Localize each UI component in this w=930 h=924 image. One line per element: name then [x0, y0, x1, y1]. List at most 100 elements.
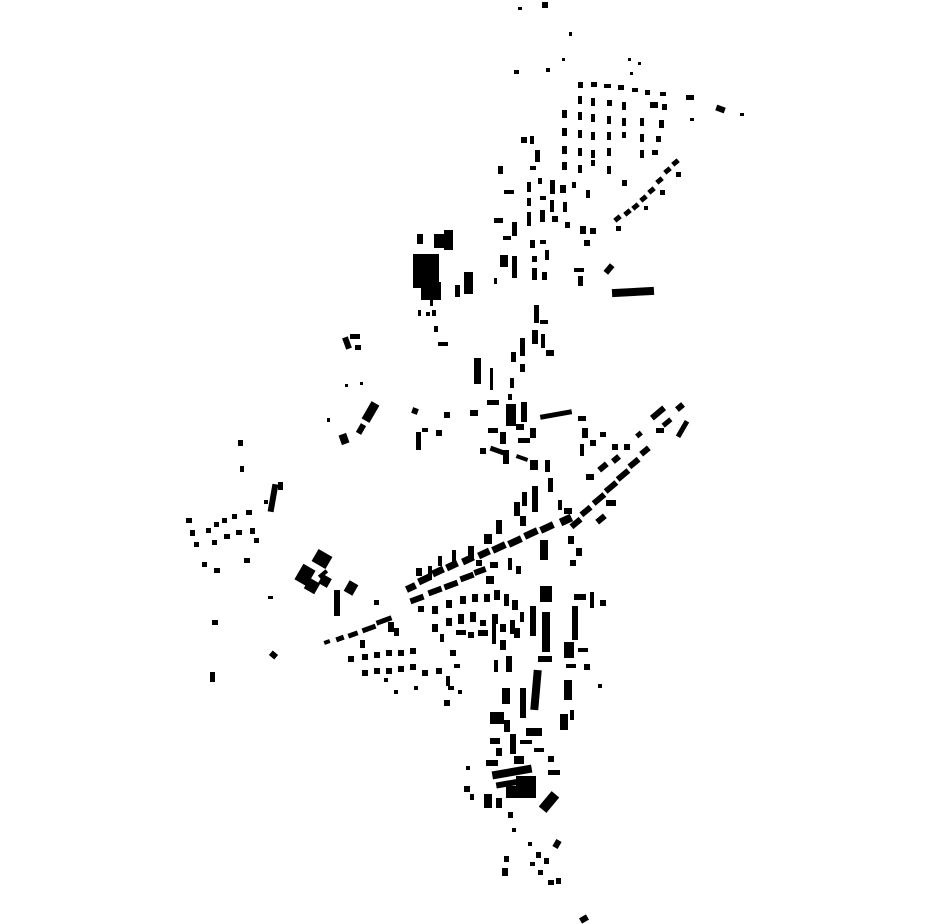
building-footprint [398, 650, 404, 656]
building-footprint [661, 417, 673, 428]
building-footprint [527, 182, 531, 192]
building-footprint [468, 546, 474, 558]
building-footprint [491, 541, 507, 554]
building-footprint [530, 778, 536, 798]
building-footprint [317, 569, 329, 579]
building-footprint [294, 563, 316, 587]
building-footprint [327, 418, 330, 422]
building-footprint [478, 630, 488, 636]
building-footprint [496, 520, 502, 534]
building-footprint [362, 670, 368, 676]
building-footprint [627, 456, 641, 470]
building-footprint [539, 521, 555, 534]
building-footprint [622, 180, 627, 186]
building-footprint [578, 82, 583, 88]
building-footprint [532, 330, 538, 344]
building-footprint [440, 634, 444, 642]
building-footprint [650, 102, 658, 108]
building-footprint [512, 600, 518, 610]
building-footprint [384, 678, 388, 682]
building-footprint [264, 500, 268, 504]
building-footprint [595, 513, 607, 525]
building-footprint [534, 748, 544, 752]
building-footprint [590, 440, 596, 446]
building-footprint [214, 568, 220, 573]
building-footprint [566, 664, 576, 668]
building-footprint [416, 568, 422, 576]
building-footprint [246, 510, 252, 515]
building-footprint [521, 137, 527, 143]
building-footprint [578, 416, 586, 421]
building-footprint [361, 401, 380, 423]
building-footprint [572, 606, 578, 640]
building-footprint [343, 580, 359, 596]
building-footprint [432, 310, 436, 316]
building-footprint [422, 670, 428, 676]
building-footprint [506, 656, 512, 672]
building-footprint [645, 90, 650, 95]
building-footprint [190, 530, 195, 536]
building-footprint [623, 208, 632, 217]
building-footprint [530, 166, 536, 170]
building-footprint [338, 432, 350, 446]
building-footprint [430, 296, 433, 306]
building-footprint [510, 378, 514, 388]
building-footprint [491, 764, 533, 780]
building-footprint [590, 592, 594, 608]
building-footprint [360, 382, 363, 385]
building-footprint [644, 206, 648, 210]
building-footprint [503, 236, 511, 240]
building-footprint [436, 430, 442, 436]
building-footprint [671, 158, 680, 167]
building-footprint [345, 384, 348, 387]
building-footprint [355, 345, 361, 350]
building-footprint [521, 402, 527, 422]
building-footprint [532, 268, 537, 280]
building-footprint [572, 182, 576, 188]
building-footprint [740, 113, 744, 116]
building-footprint [268, 650, 279, 660]
building-footprint [530, 460, 538, 470]
building-footprint [616, 226, 621, 231]
building-footprint [347, 630, 359, 639]
building-footprint [507, 535, 523, 548]
building-footprint [579, 914, 589, 924]
building-footprint [267, 483, 279, 513]
building-footprint [538, 656, 552, 662]
building-footprint [480, 620, 486, 626]
building-footprint [498, 166, 503, 174]
building-footprint [564, 642, 574, 658]
building-footprint [473, 566, 487, 576]
building-footprint [536, 852, 541, 858]
building-footprint [474, 358, 481, 384]
building-footprint [494, 590, 500, 600]
building-footprint [438, 342, 448, 346]
building-footprint [578, 648, 588, 652]
building-footprint [578, 276, 583, 286]
building-footprint [417, 234, 423, 244]
building-footprint [443, 579, 459, 591]
building-footprint [564, 508, 572, 514]
building-footprint [502, 868, 508, 876]
building-footprint [444, 700, 450, 706]
building-footprint [202, 562, 207, 567]
building-footprint [490, 562, 498, 568]
building-footprint [458, 690, 462, 694]
building-footprint [512, 222, 517, 236]
building-footprint [558, 513, 574, 527]
building-footprint [444, 412, 450, 418]
building-footprint [562, 110, 567, 118]
building-footprint [458, 614, 464, 624]
building-footprint [542, 612, 550, 652]
building-footprint [464, 272, 473, 294]
building-footprint [236, 530, 242, 535]
building-footprint [538, 791, 560, 813]
building-footprint [504, 594, 509, 606]
building-footprint [640, 150, 644, 158]
building-footprint [540, 320, 548, 324]
building-footprint [597, 461, 609, 473]
building-footprint [686, 95, 694, 100]
building-footprint [639, 445, 651, 457]
building-footprint [578, 112, 582, 120]
